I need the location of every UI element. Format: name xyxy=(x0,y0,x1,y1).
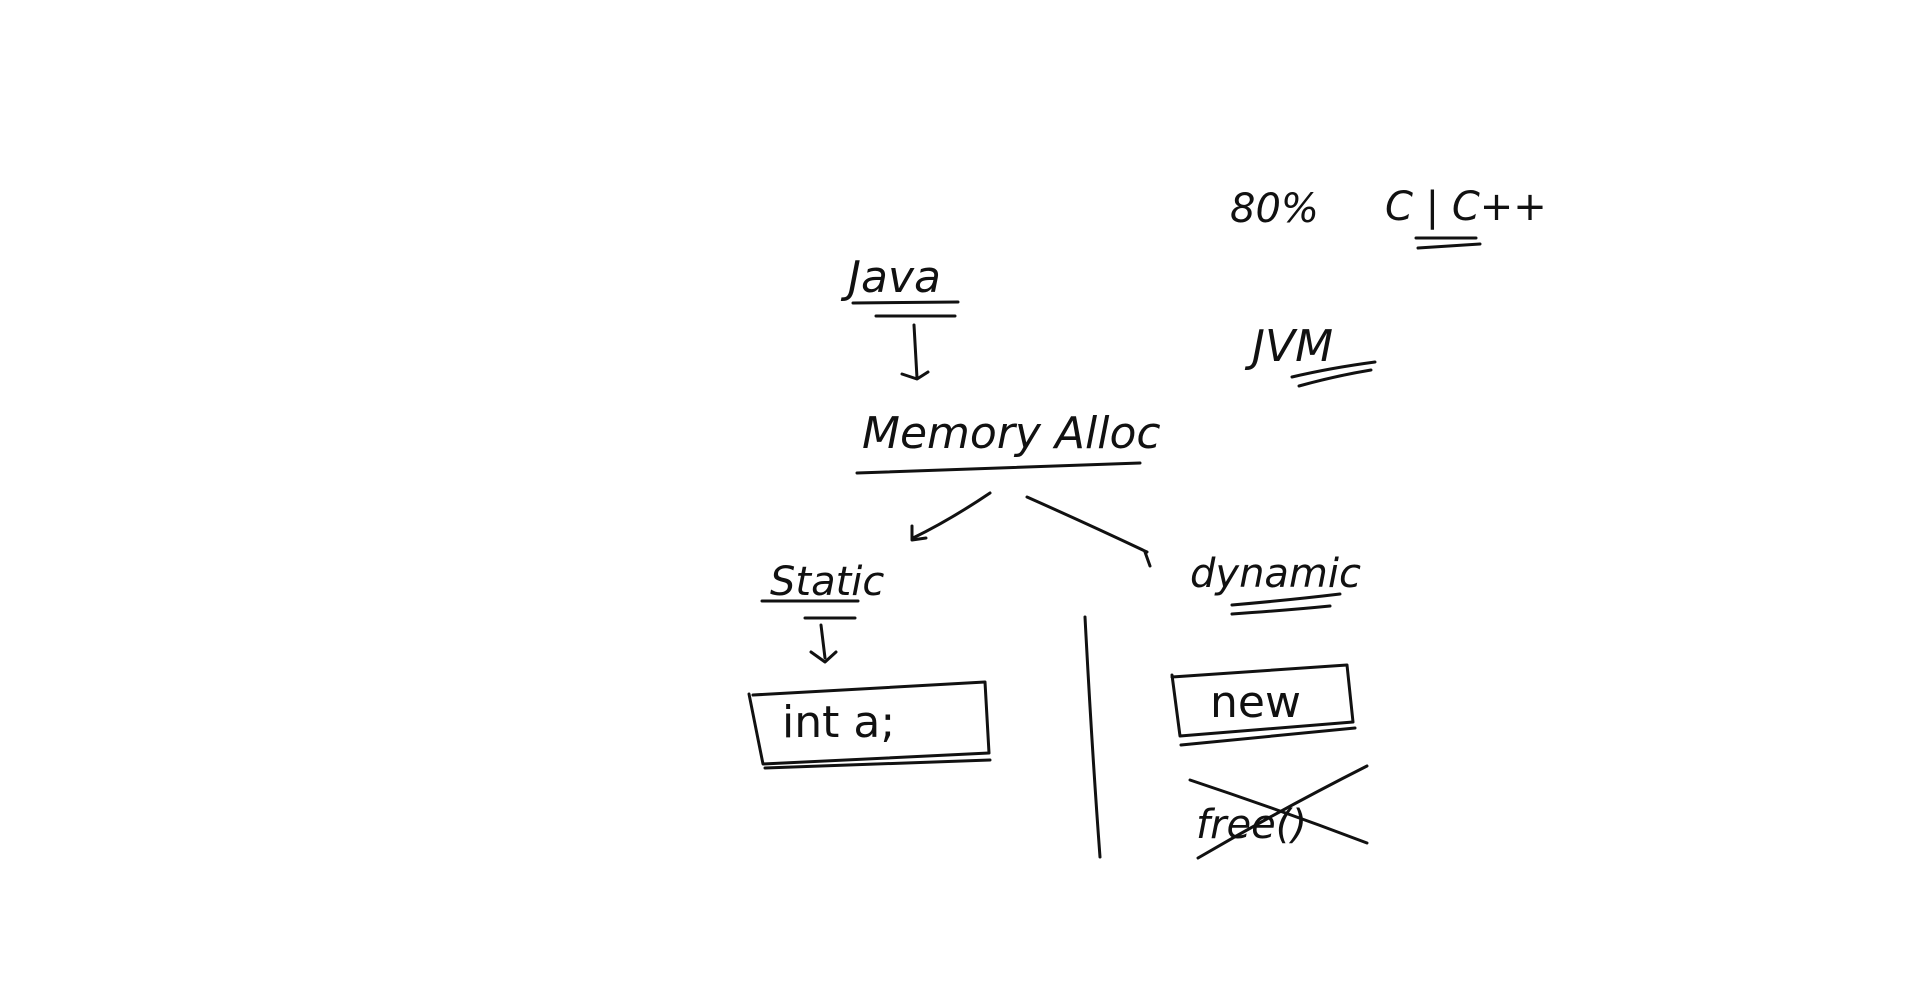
static-node: Static xyxy=(760,559,884,620)
memory-to-dynamic-arrow xyxy=(1025,495,1152,568)
dynamic-box-label: new xyxy=(1210,677,1301,728)
languages-note: C | C++ xyxy=(1385,184,1547,250)
dynamic-underline-1 xyxy=(1230,592,1342,607)
percentage-note: 80% xyxy=(1230,186,1319,232)
java-label: Java xyxy=(840,252,941,303)
static-box-label: int a; xyxy=(782,697,895,748)
free-label: free() xyxy=(1196,802,1307,848)
jvm-underline-1 xyxy=(1290,360,1377,379)
dynamic-underline-2 xyxy=(1230,604,1332,616)
static-box: int a; xyxy=(747,680,992,770)
dynamic-label: dynamic xyxy=(1190,551,1361,597)
free-node: free() xyxy=(1188,764,1369,860)
memory-alloc-underline xyxy=(855,461,1142,475)
percentage-note-label: 80% xyxy=(1230,186,1319,232)
static-to-box-arrow xyxy=(809,623,838,664)
languages-underline-2 xyxy=(1416,242,1482,250)
strike-line-2 xyxy=(1196,764,1369,860)
java-underline-1 xyxy=(851,300,960,305)
jvm-underline-2 xyxy=(1297,368,1373,388)
memory-to-static-arrow xyxy=(910,491,992,542)
jvm-note-label: JVM xyxy=(1244,321,1333,372)
jvm-note: JVM xyxy=(1244,321,1377,388)
dynamic-box: new xyxy=(1170,663,1357,747)
dynamic-node: dynamic xyxy=(1190,551,1361,616)
java-node: Java xyxy=(840,252,960,318)
divider-line xyxy=(1083,615,1102,859)
languages-note-label: C | C++ xyxy=(1385,184,1547,230)
java-to-memory-arrow xyxy=(900,323,930,381)
memory-alloc-label: Memory Alloc xyxy=(862,408,1161,459)
static-label: Static xyxy=(770,559,884,605)
memory-alloc-node: Memory Alloc xyxy=(855,408,1161,475)
